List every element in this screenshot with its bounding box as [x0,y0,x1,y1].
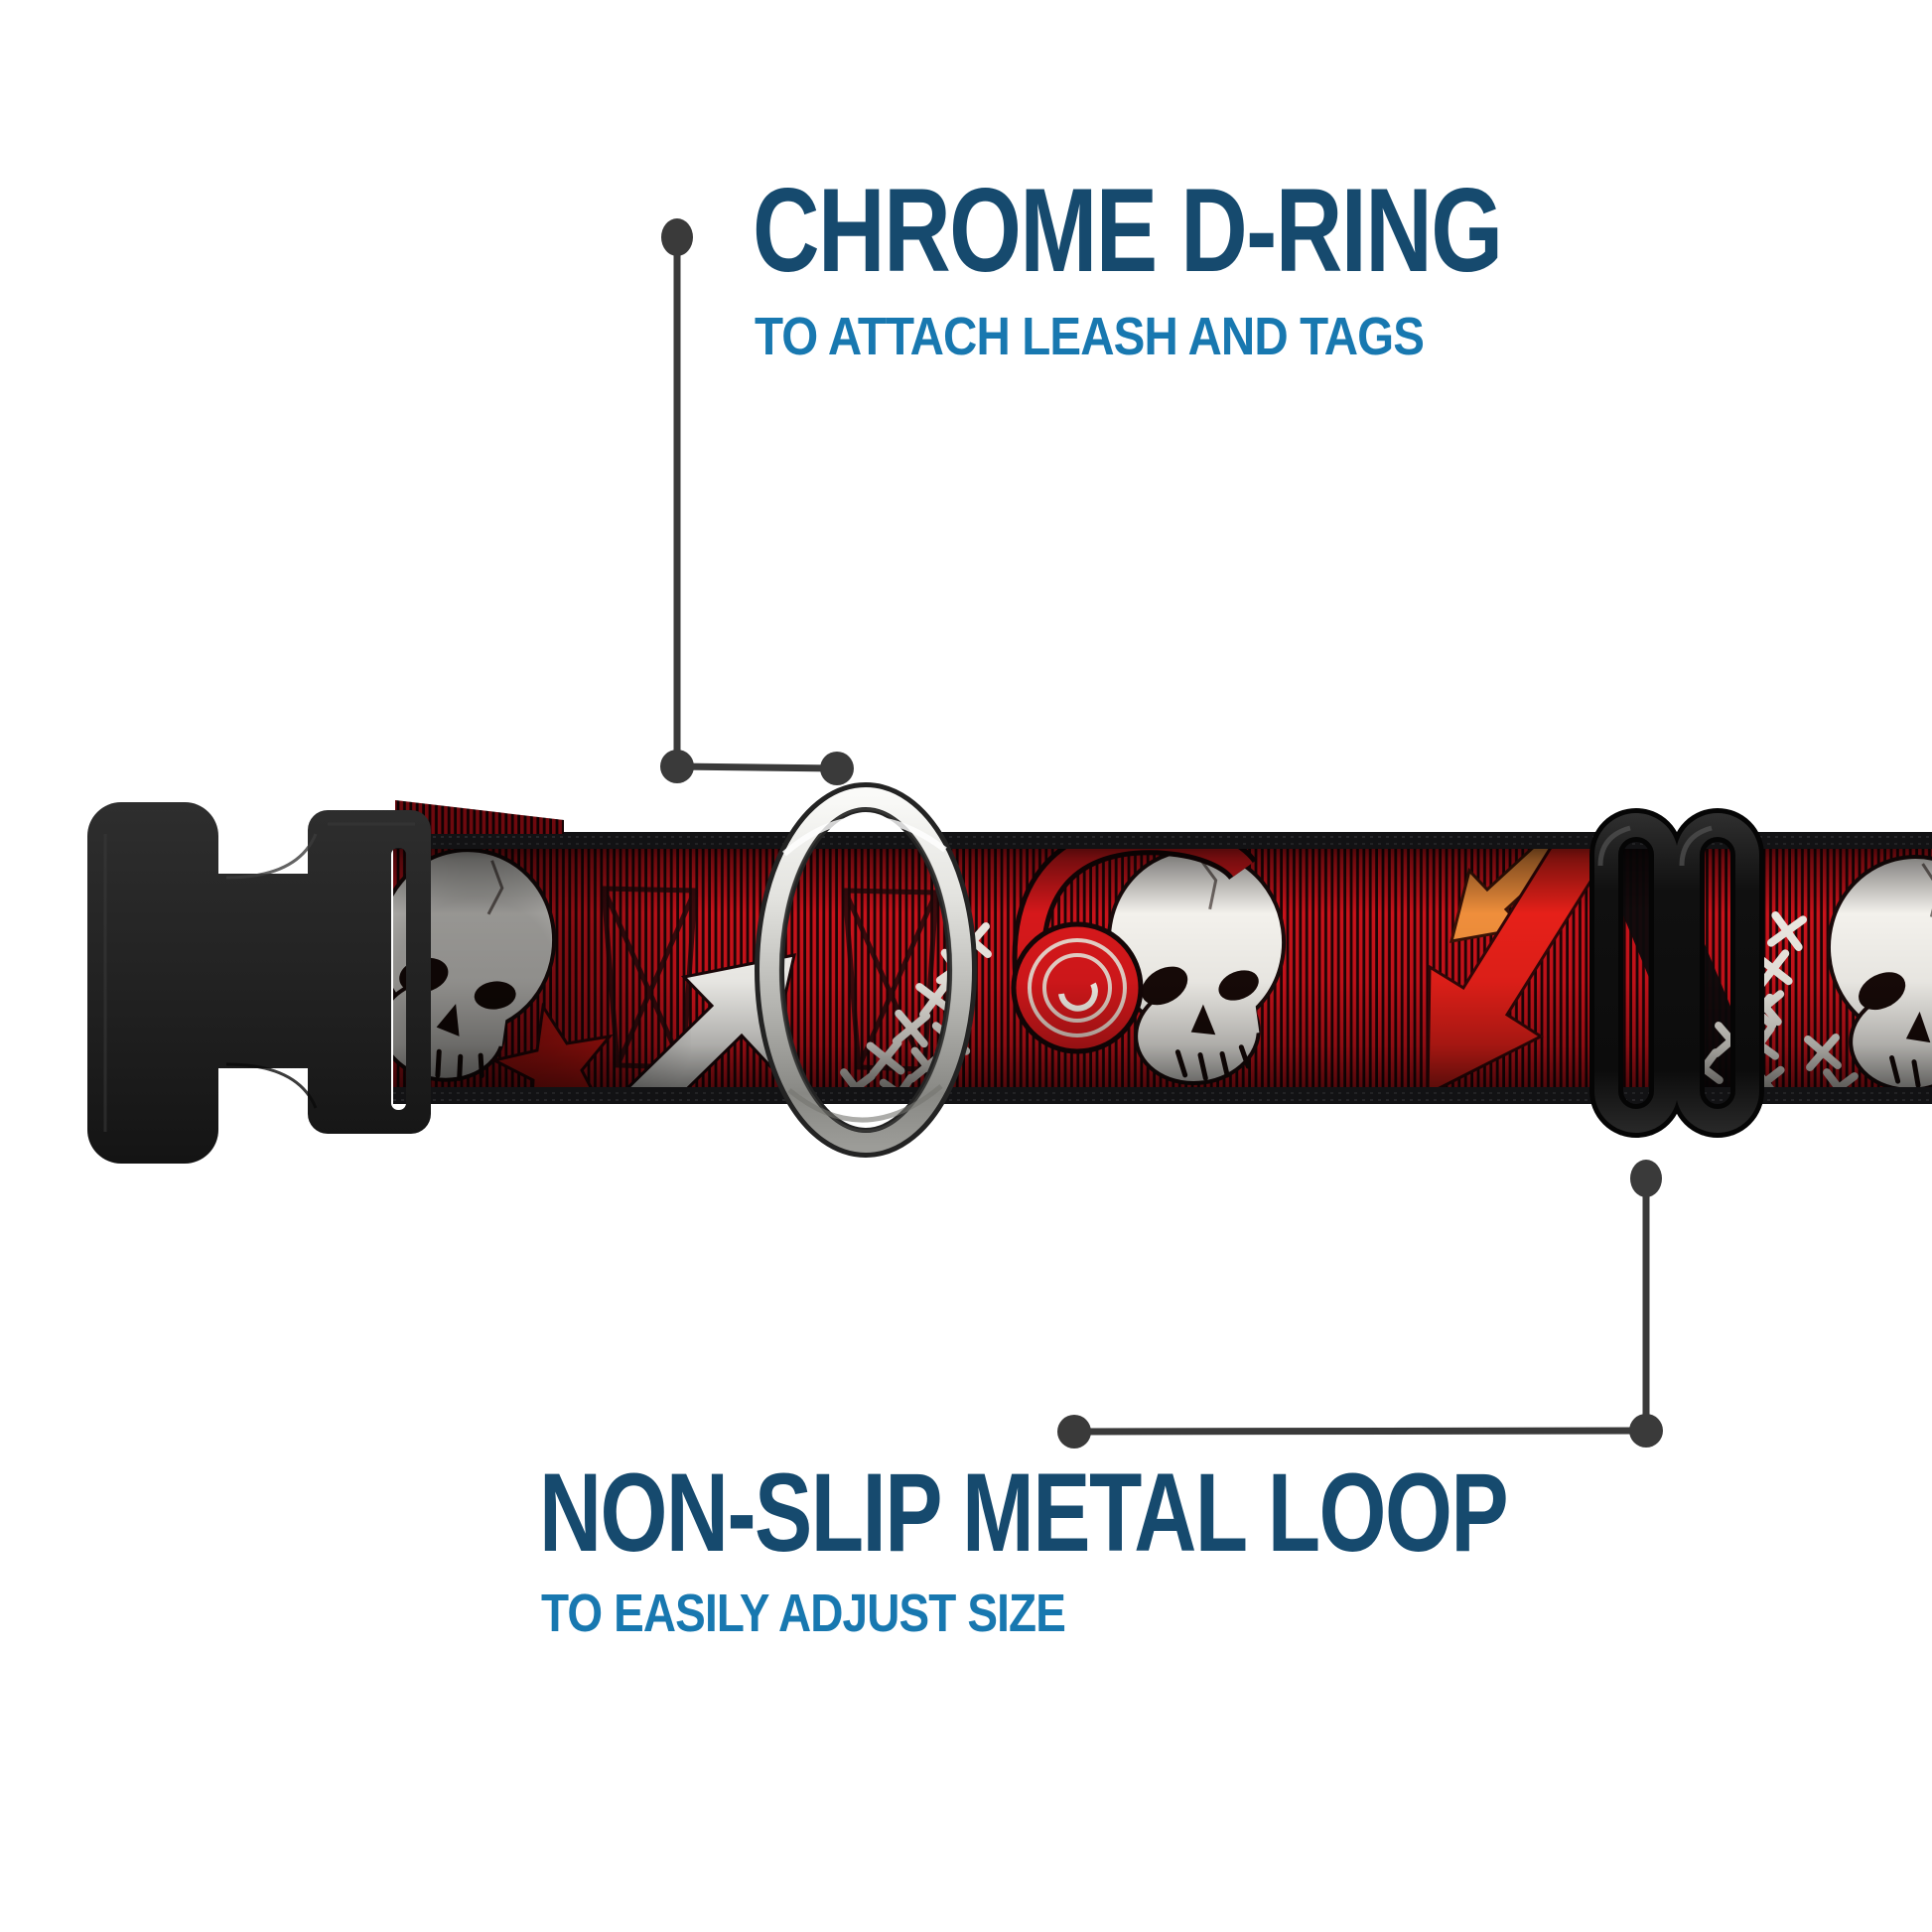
buckle-icon [87,802,431,1164]
callout-title-metal-loop: NON-SLIP METAL LOOP [539,1450,1509,1575]
callout-dots [660,218,1663,1449]
callout-dot [660,750,694,783]
webbing-selvedge [393,832,1932,1104]
callout-subtitle-metal-loop: TO EASILY ADJUST SIZE [541,1584,1066,1643]
callout-dot [1630,1160,1662,1197]
callout-subtitle-d-ring: TO ATTACH LEASH AND TAGS [755,307,1425,366]
callout-dot [1629,1414,1663,1448]
callout-dot [1057,1415,1091,1449]
callout-title-d-ring: CHROME D-RING [753,164,1503,297]
callout-dot [820,752,854,785]
metal-loop-icon [1589,808,1764,1138]
webbing-over-buckle [395,800,564,834]
chrome-d-ring-icon [755,782,977,1158]
callout-lines [673,248,1650,1436]
callout-dot [661,218,693,256]
